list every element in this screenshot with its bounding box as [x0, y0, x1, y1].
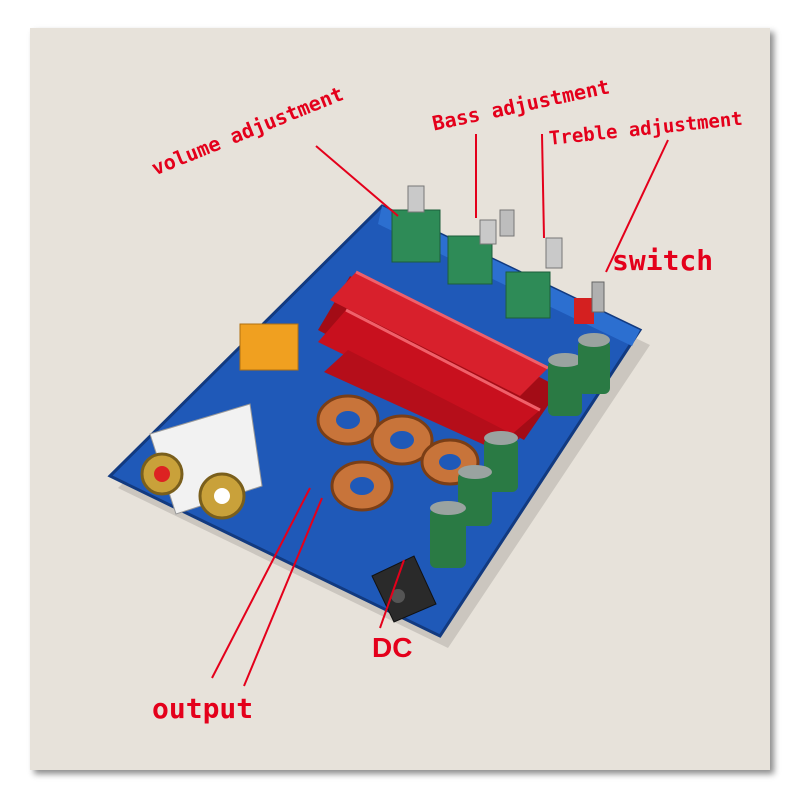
- switch-label: switch: [612, 244, 714, 277]
- dc-label: DC: [372, 632, 413, 663]
- bass-potentiometer: [447, 209, 515, 285]
- treble-potentiometer: [505, 237, 563, 319]
- volume-potentiometer: [391, 185, 441, 263]
- capacitors-right: [548, 333, 610, 416]
- pointer-lines: [211, 133, 669, 687]
- relay-block: [239, 323, 299, 371]
- output-label: output: [152, 692, 254, 725]
- amplifier-board-photo: [107, 133, 669, 687]
- rca-connector: [140, 403, 263, 520]
- capacitors-front: [430, 431, 518, 568]
- heatsink: [318, 270, 560, 452]
- power-switch: [574, 281, 605, 324]
- photo-frame: [30, 28, 770, 770]
